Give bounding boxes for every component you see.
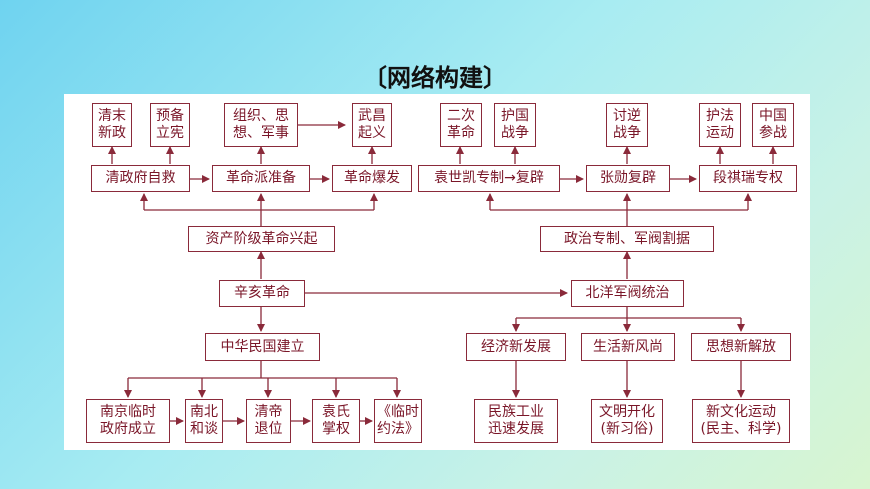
node-xinhai-geming: 辛亥革命 (219, 280, 305, 307)
node-linshi-yuefa: 《临时 约法》 (374, 399, 422, 443)
node-erci-geming: 二次 革命 (440, 103, 482, 147)
node-yuanshi-zhangquan: 袁氏 掌权 (312, 399, 360, 443)
page-title: 〔网络构建〕 (363, 64, 507, 92)
node-qing-zhengfu-zijiu: 清政府自救 (91, 165, 190, 192)
node-wenming-kaihua: 文明开化 (新习俗) (591, 399, 663, 443)
node-zhonghua-minguo: 中华民国建立 (205, 333, 320, 361)
node-minzu-gongye: 民族工业 迅速发展 (474, 399, 558, 443)
node-yubei-lixian: 预备 立宪 (150, 103, 190, 147)
node-zhongguo-canzhan: 中国 参战 (752, 103, 794, 147)
node-shenghuo-xinfengshang: 生活新风尚 (581, 333, 675, 361)
node-hufa-yundong: 护法 运动 (699, 103, 741, 147)
node-qingdi-tuiwei: 清帝 退位 (246, 399, 291, 443)
node-wuchang-qiyi: 武昌 起义 (352, 103, 392, 147)
node-zuzhi-sixiang-junshi: 组织、思 想、军事 (224, 103, 298, 147)
node-jingji-xinfazhan: 经济新发展 (466, 333, 566, 361)
node-beiyang-junfa: 北洋军阀统治 (571, 280, 684, 307)
node-geming-baofa: 革命爆发 (332, 165, 412, 192)
node-gemingpai-zhunbei: 革命派准备 (212, 165, 310, 192)
node-sixiang-xinjiefang: 思想新解放 (691, 333, 791, 361)
node-qingmo-xinzheng: 清末 新政 (92, 103, 132, 147)
node-xin-wenhua-yundong: 新文化运动 (民主、科学) (692, 399, 790, 443)
node-huguo-zhanzheng: 护国 战争 (494, 103, 536, 147)
node-nanjing-linshi: 南京临时 政府成立 (86, 399, 170, 443)
node-duan-qirui-zhuanquan: 段祺瑞专权 (699, 165, 797, 192)
node-yuan-shikai-fubi: 袁世凯专制→复辟 (418, 165, 560, 192)
node-zhangxun-fubi: 张勋复辟 (586, 165, 670, 192)
node-taoni-zhanzheng: 讨逆 战争 (606, 103, 648, 147)
node-zichan-jieji-geming: 资产阶级革命兴起 (188, 226, 335, 252)
node-zhengzhi-zhuanzhi: 政治专制、军阀割据 (540, 226, 714, 252)
node-nanbei-hetan: 南北 和谈 (185, 399, 223, 443)
concept-map-panel (64, 94, 810, 450)
